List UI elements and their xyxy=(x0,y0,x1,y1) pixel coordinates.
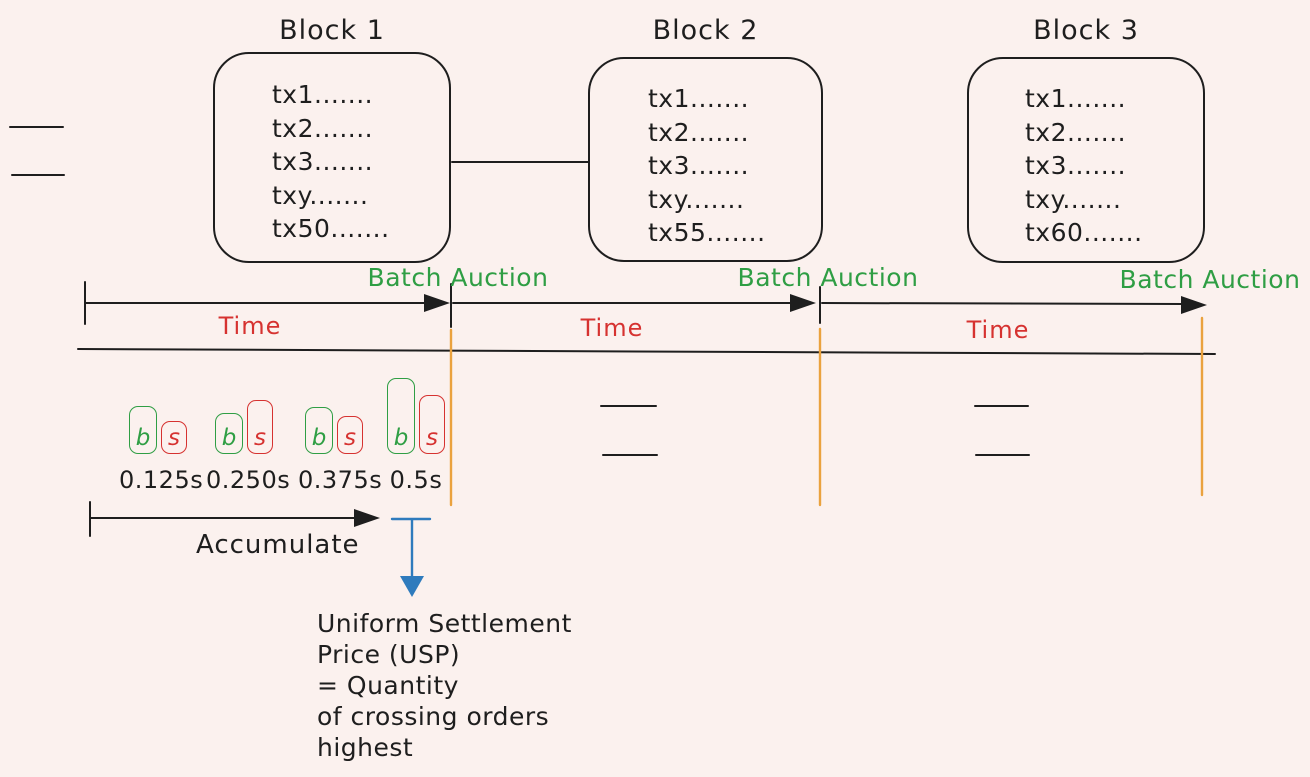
sell-order-box: s xyxy=(247,400,273,454)
block-2-tx-list: tx1....... tx2....... tx3....... txy....… xyxy=(648,84,766,247)
time-label-1: Time xyxy=(218,312,282,340)
interval-label-2: 0.250s xyxy=(206,466,291,494)
usp-note: Uniform Settlement Price (USP) = Quantit… xyxy=(317,608,572,763)
block-2 xyxy=(588,57,823,262)
sell-order-box: s xyxy=(337,416,363,454)
block-1-tx-list: tx1....... tx2....... tx3....... txy....… xyxy=(272,80,390,243)
interval-label-3: 0.375s xyxy=(298,466,383,494)
batch-auction-label-3: Batch Auction xyxy=(1119,265,1301,294)
usp-note-line: of crossing orders xyxy=(317,702,550,731)
accumulate-arrow xyxy=(89,501,380,537)
usp-note-line: highest xyxy=(317,733,414,762)
section2-tally-marks xyxy=(600,405,658,456)
block-3 xyxy=(967,57,1205,263)
time-label-3: Time xyxy=(966,316,1030,344)
order-group-2: b s xyxy=(215,372,273,454)
usp-note-line: Uniform Settlement xyxy=(317,609,572,638)
section3-tally-marks xyxy=(974,405,1030,456)
accumulate-label: Accumulate xyxy=(196,530,360,560)
left-tally-marks xyxy=(9,126,65,176)
buy-order-box: b xyxy=(387,378,415,454)
sell-order-box: s xyxy=(419,395,445,454)
usp-note-line: Price (USP) xyxy=(317,640,461,669)
usp-pointer-arrow xyxy=(390,517,432,597)
order-group-1: b s xyxy=(129,372,187,454)
interval-label-1: 0.125s xyxy=(119,466,204,494)
block-3-title: Block 3 xyxy=(1033,15,1139,46)
block-2-title: Block 2 xyxy=(652,15,759,46)
buy-letter: b xyxy=(135,425,151,451)
block-1-title: Block 1 xyxy=(279,15,385,46)
timeline-arrows xyxy=(84,281,1207,328)
time-label-2: Time xyxy=(580,314,644,342)
sell-letter: s xyxy=(168,425,180,451)
interval-label-4: 0.5s xyxy=(389,466,443,494)
buy-letter: b xyxy=(221,425,237,451)
baseline-line xyxy=(77,348,1216,355)
auction-divider-lines xyxy=(449,316,1204,507)
block-3-tx-list: tx1....... tx2....... tx3....... txy....… xyxy=(1025,84,1143,247)
sell-letter: s xyxy=(254,425,266,451)
order-group-4: b s xyxy=(387,372,445,454)
batch-auction-label-2: Batch Auction xyxy=(737,263,919,292)
buy-order-box: b xyxy=(215,413,243,454)
sell-letter: s xyxy=(426,425,438,451)
buy-order-box: b xyxy=(129,406,157,454)
block-1 xyxy=(213,52,451,263)
usp-note-line: = Quantity xyxy=(317,671,459,700)
buy-order-box: b xyxy=(305,407,333,454)
sell-order-box: s xyxy=(161,421,187,454)
sell-letter: s xyxy=(344,425,356,451)
order-group-3: b s xyxy=(305,372,363,454)
batch-auction-label-1: Batch Auction xyxy=(367,263,549,292)
buy-letter: b xyxy=(311,425,327,451)
buy-letter: b xyxy=(393,425,409,451)
